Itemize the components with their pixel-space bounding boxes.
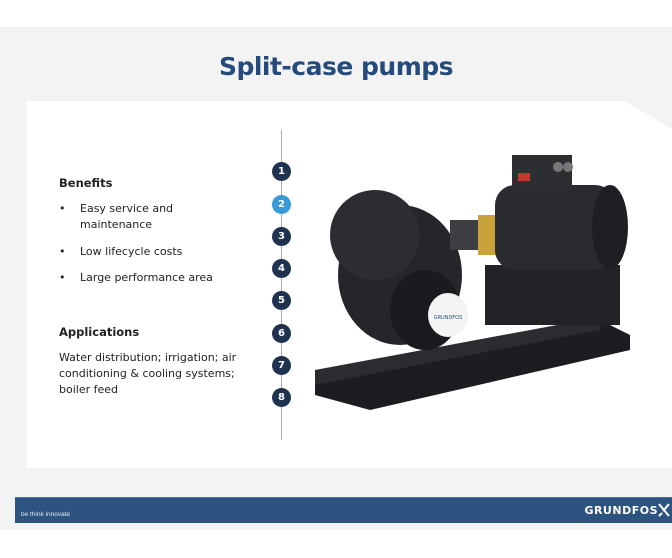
step-3[interactable]: 3: [272, 227, 291, 246]
page-title: Split-case pumps: [218, 52, 454, 81]
step-5[interactable]: 5: [272, 291, 291, 310]
step-1[interactable]: 1: [272, 162, 291, 181]
applications-text: Water distribution; irrigation; air cond…: [59, 351, 237, 396]
step-8[interactable]: 8: [272, 388, 291, 407]
grundfos-logo: GRUNDFOS: [584, 504, 658, 517]
benefits-heading: Benefits: [59, 176, 113, 190]
grundfos-badge-icon: [428, 293, 468, 337]
grundfos-logo-icon: [658, 503, 670, 517]
svg-text:GRUNDFOS: GRUNDFOS: [434, 315, 463, 321]
step-7[interactable]: 7: [272, 356, 291, 375]
footer-tagline: be think innovate: [21, 511, 71, 518]
step-4[interactable]: 4: [272, 259, 291, 278]
step-track: [281, 130, 282, 440]
step-6[interactable]: 6: [272, 324, 291, 343]
footer-bar: be think innovate GRUNDFOS: [15, 497, 672, 523]
step-2[interactable]: 2: [272, 195, 291, 214]
applications-heading: Applications: [59, 325, 140, 339]
split-case-pump-image: GRUNDFOS: [315, 155, 630, 410]
